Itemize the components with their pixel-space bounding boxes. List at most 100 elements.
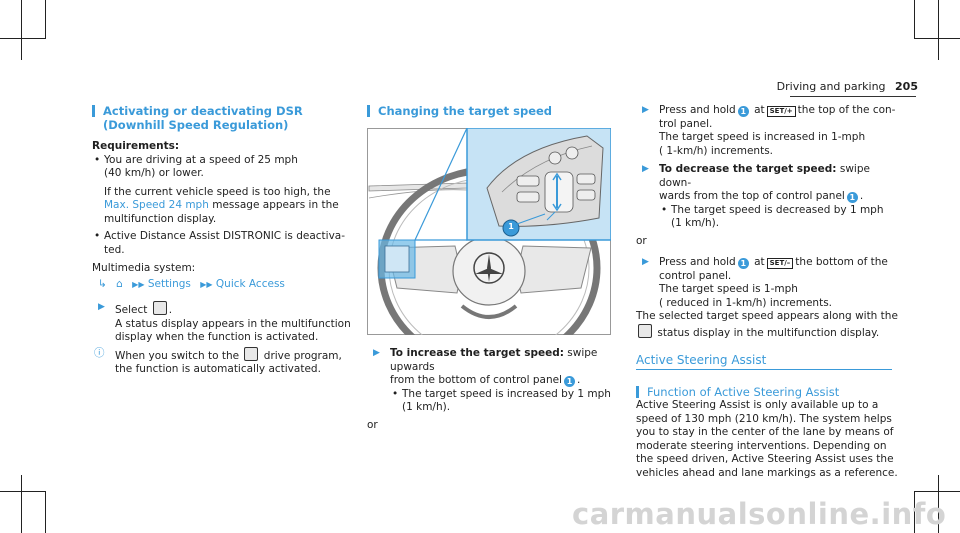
or-label: or xyxy=(367,418,378,431)
set-plus-icon: SET/+ xyxy=(766,106,796,117)
offroad-program-icon xyxy=(244,346,259,361)
callout-number: 1 xyxy=(508,222,514,231)
info-icon: ⓘ xyxy=(94,346,105,359)
step-decrease: ▶ To decrease the target speed: swipe do… xyxy=(636,163,898,231)
header-rule xyxy=(790,96,916,97)
selected-line: status display in the multifunction disp… xyxy=(636,323,898,341)
multimedia-label: Multimedia system: xyxy=(92,262,196,274)
crop-mark xyxy=(914,491,915,533)
function-heading: Function of Active Steering Assist xyxy=(636,385,839,399)
step-increase: ▶ To increase the target speed: swipe up… xyxy=(367,347,612,415)
press-line: control panel. xyxy=(659,269,732,282)
max-speed-message: Max. Speed 24 mph xyxy=(104,199,209,211)
note-line: When you switch to the drive program, xyxy=(115,346,357,364)
selected-line: The selected target speed appears along … xyxy=(636,310,898,322)
crop-mark xyxy=(0,38,46,39)
press-line: ( reduced in 1-km/h) increments. xyxy=(659,296,833,309)
crop-mark xyxy=(914,38,960,39)
note-line: the function is automatically activated. xyxy=(115,363,321,375)
para-line: you to stay in the center of the lane by… xyxy=(636,426,894,438)
requirement-2: Active Distance Assist DISTRONIC is deac… xyxy=(92,230,357,257)
press-text: at xyxy=(754,104,765,116)
select-line: Select . xyxy=(115,301,357,318)
path-quick-access: Quick Access xyxy=(215,277,285,290)
result-line: The target speed is decreased by 1 mph xyxy=(671,203,884,216)
select-text: Select xyxy=(115,304,148,316)
step-arrow-icon: ▶ xyxy=(98,302,105,312)
dsr-icon xyxy=(152,301,167,315)
decrease-text: wards from the top of control panel xyxy=(659,190,845,202)
crop-mark xyxy=(45,491,46,533)
note-text: drive program, xyxy=(263,349,342,362)
path-settings: Settings xyxy=(147,277,191,290)
crop-mark xyxy=(45,0,46,39)
para-line: speed of 130 mph (210 km/h). The system … xyxy=(636,412,892,425)
para-line: moderate steering interventions. Dependi… xyxy=(636,439,887,452)
decrease-label: To decrease the target speed: xyxy=(659,163,837,175)
note: ⓘ When you switch to the drive program, … xyxy=(92,346,357,377)
home-icon: ⌂ xyxy=(116,277,123,290)
path-separator-icon: ▶▶ xyxy=(132,279,145,289)
increase-label: To increase the target speed: xyxy=(390,347,564,359)
callout-number-icon: 1 xyxy=(563,376,575,387)
req-line: multifunction display. xyxy=(104,212,217,225)
step-arrow-icon: ▶ xyxy=(642,105,649,115)
req-line: Active Distance Assist DISTRONIC is deac… xyxy=(104,230,346,242)
crop-mark xyxy=(21,475,22,533)
press-line: The target speed is increased in 1-mph xyxy=(659,131,866,143)
steering-wheel-drawing xyxy=(367,127,612,370)
crop-mark xyxy=(0,491,46,492)
step-select: ▶ Select . A status display appears in t… xyxy=(92,301,357,345)
press-line: trol panel. xyxy=(659,117,713,130)
menu-path: ↳ ⌂ ▶▶ Settings ▶▶ Quick Access xyxy=(92,278,357,292)
function-paragraph: Active Steering Assist is only available… xyxy=(636,399,898,480)
crop-mark xyxy=(21,0,22,60)
crop-mark xyxy=(938,475,939,533)
decrease-text: swipe down- xyxy=(659,163,870,189)
req-line: Max. Speed 24 mph message appears in the xyxy=(104,199,357,213)
req-line: (40 km/h) or lower. xyxy=(104,167,204,179)
press-line: The target speed is 1-mph xyxy=(659,283,798,295)
decrease-result: The target speed is decreased by 1 mph (… xyxy=(659,204,898,231)
press-text: Press and hold xyxy=(659,256,736,268)
req-text: message appears in the xyxy=(212,199,339,211)
set-minus-icon: SET/– xyxy=(766,258,794,269)
middle-column: ▶ To increase the target speed: swipe up… xyxy=(367,347,612,432)
increase-result: The target speed is increased by 1 mph (… xyxy=(390,388,612,415)
press-text: at xyxy=(754,256,765,268)
note-text: When you switch to the xyxy=(115,349,240,362)
section-name: Driving and parking xyxy=(776,80,886,93)
press-line: ( 1-km/h) increments. xyxy=(659,144,773,157)
dsr-icon xyxy=(638,323,652,338)
result-line: The target speed is increased by 1 mph xyxy=(402,387,611,400)
req-line: If the current vehicle speed is too high… xyxy=(104,185,331,198)
press-text: the top of the con- xyxy=(797,104,896,116)
watermark: carmanualsonline.info xyxy=(572,497,947,531)
path-separator-icon: ▶▶ xyxy=(200,279,213,289)
crop-mark xyxy=(914,491,960,492)
result-line: (1 km/h). xyxy=(402,401,451,413)
running-header: Driving and parking 205 xyxy=(777,80,918,94)
section-title: Active Steering Assist xyxy=(636,353,767,367)
crop-mark xyxy=(914,0,915,39)
callout-number-icon: 1 xyxy=(846,192,858,203)
selected-text: status display in the multifunction disp… xyxy=(657,326,880,339)
left-column: Requirements: You are driving at a speed… xyxy=(92,140,357,377)
or-label: or xyxy=(636,234,647,247)
req-line: ted. xyxy=(104,243,125,256)
target-speed-heading: Changing the target speed xyxy=(367,104,552,118)
req-line: You are driving at a speed of 25 mph xyxy=(104,153,298,166)
increase-line: To increase the target speed: swipe upwa… xyxy=(390,347,612,374)
dsr-heading: Activating or deactivating DSR (Downhill… xyxy=(92,104,363,132)
menu-arrow-icon: ↳ xyxy=(98,277,107,290)
para-line: vehicles ahead and lane markings as a re… xyxy=(636,466,898,479)
step-arrow-icon: ▶ xyxy=(373,348,380,358)
callout-number-icon: 1 xyxy=(737,258,749,269)
